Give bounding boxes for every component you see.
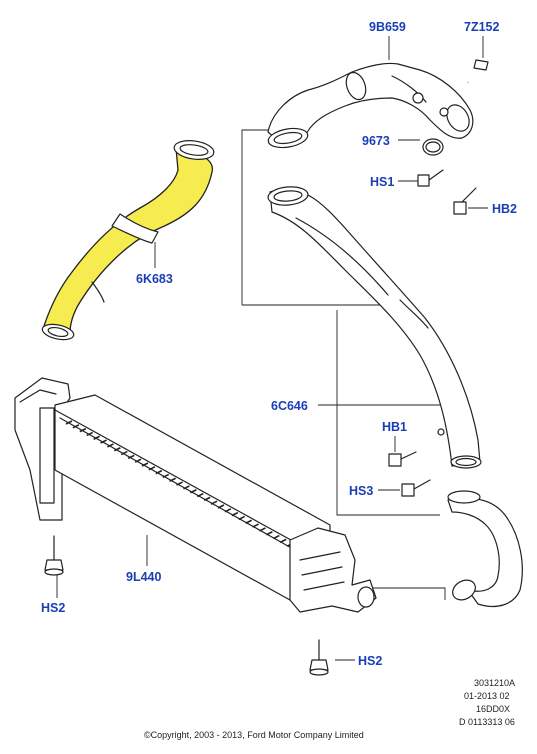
cooler-fins [65, 420, 301, 551]
label-9l440: 9L440 [126, 570, 161, 584]
copyright-text: ©Copyright, 2003 - 2013, Ford Motor Comp… [144, 730, 364, 740]
bolt-hs2-left [44, 535, 64, 576]
cooler-fin [169, 477, 176, 482]
cooler-fin [72, 424, 80, 429]
cooler-fin [176, 481, 183, 486]
cooler-fin [148, 466, 156, 471]
cooler-fin [86, 431, 94, 437]
label-9b659: 9B659 [369, 20, 406, 34]
cooler-fin [79, 427, 87, 433]
reference-block: 3031210A 01-2013 02 16DD0X D 0113313 06 [459, 678, 515, 727]
cooler-fin [238, 515, 246, 521]
gasket-9673 [422, 138, 444, 156]
ref-line-4: D 0113313 06 [459, 717, 515, 727]
pipe-9b659 [267, 62, 474, 149]
cooler-fin [134, 458, 142, 463]
part-labels: 9B659 7Z152 9673 HS1 HB2 6K683 6C646 HB1… [41, 20, 517, 668]
label-hs2-left: HS2 [41, 601, 65, 615]
cooler-fin [120, 450, 128, 456]
cooler-fin [203, 496, 211, 502]
cooler-fin [100, 439, 107, 444]
cooler-fin [210, 500, 218, 505]
label-6c646: 6C646 [271, 399, 308, 413]
cooler-fin [93, 435, 100, 440]
cooler-fin [162, 473, 170, 479]
hose-lower-elbow [447, 490, 523, 608]
cooler-fin [196, 492, 204, 498]
label-7z152: 7Z152 [464, 20, 499, 34]
label-hs1: HS1 [370, 175, 394, 189]
bolt-hs1 [417, 169, 444, 187]
leader-lines [56, 36, 488, 661]
cooler-fin [114, 447, 121, 452]
bolt-hb2 [453, 187, 477, 215]
label-hs2-bottom: HS2 [358, 654, 382, 668]
cooler-fin [107, 443, 114, 448]
bolt-hs2-bottom [309, 639, 329, 676]
bolt-hb1 [388, 428, 445, 467]
cooler-fin [266, 531, 273, 536]
hose-6k683 [41, 140, 215, 341]
ref-line-3: 16DD0X [476, 704, 510, 714]
cooler-fin [141, 462, 149, 467]
label-9673: 9673 [362, 134, 390, 148]
cooler-fin [224, 508, 232, 513]
cooler-fin [217, 504, 225, 509]
cooler-fin [272, 534, 280, 540]
cooler-fin [190, 489, 197, 494]
label-hb1: HB1 [382, 420, 407, 434]
ref-line-2: 01-2013 02 [464, 691, 510, 701]
cooler-fin [127, 454, 135, 460]
bolt-hs3 [401, 479, 431, 497]
cooler-fin [155, 469, 163, 475]
cooler-fin [279, 538, 287, 544]
tube-6c646 [267, 186, 482, 469]
label-6k683: 6K683 [136, 272, 173, 286]
ref-line-1: 3031210A [474, 678, 515, 688]
cooler-fin [245, 519, 252, 524]
intercooler-9l440 [14, 377, 377, 613]
cooler-fin [183, 485, 190, 490]
cooler-fin [252, 523, 259, 528]
cooler-fin [259, 527, 266, 532]
label-hb2: HB2 [492, 202, 517, 216]
label-hs3: HS3 [349, 484, 373, 498]
cooler-fin [231, 511, 239, 517]
cooler-fin [65, 420, 73, 425]
bolt-7z152 [467, 59, 489, 83]
